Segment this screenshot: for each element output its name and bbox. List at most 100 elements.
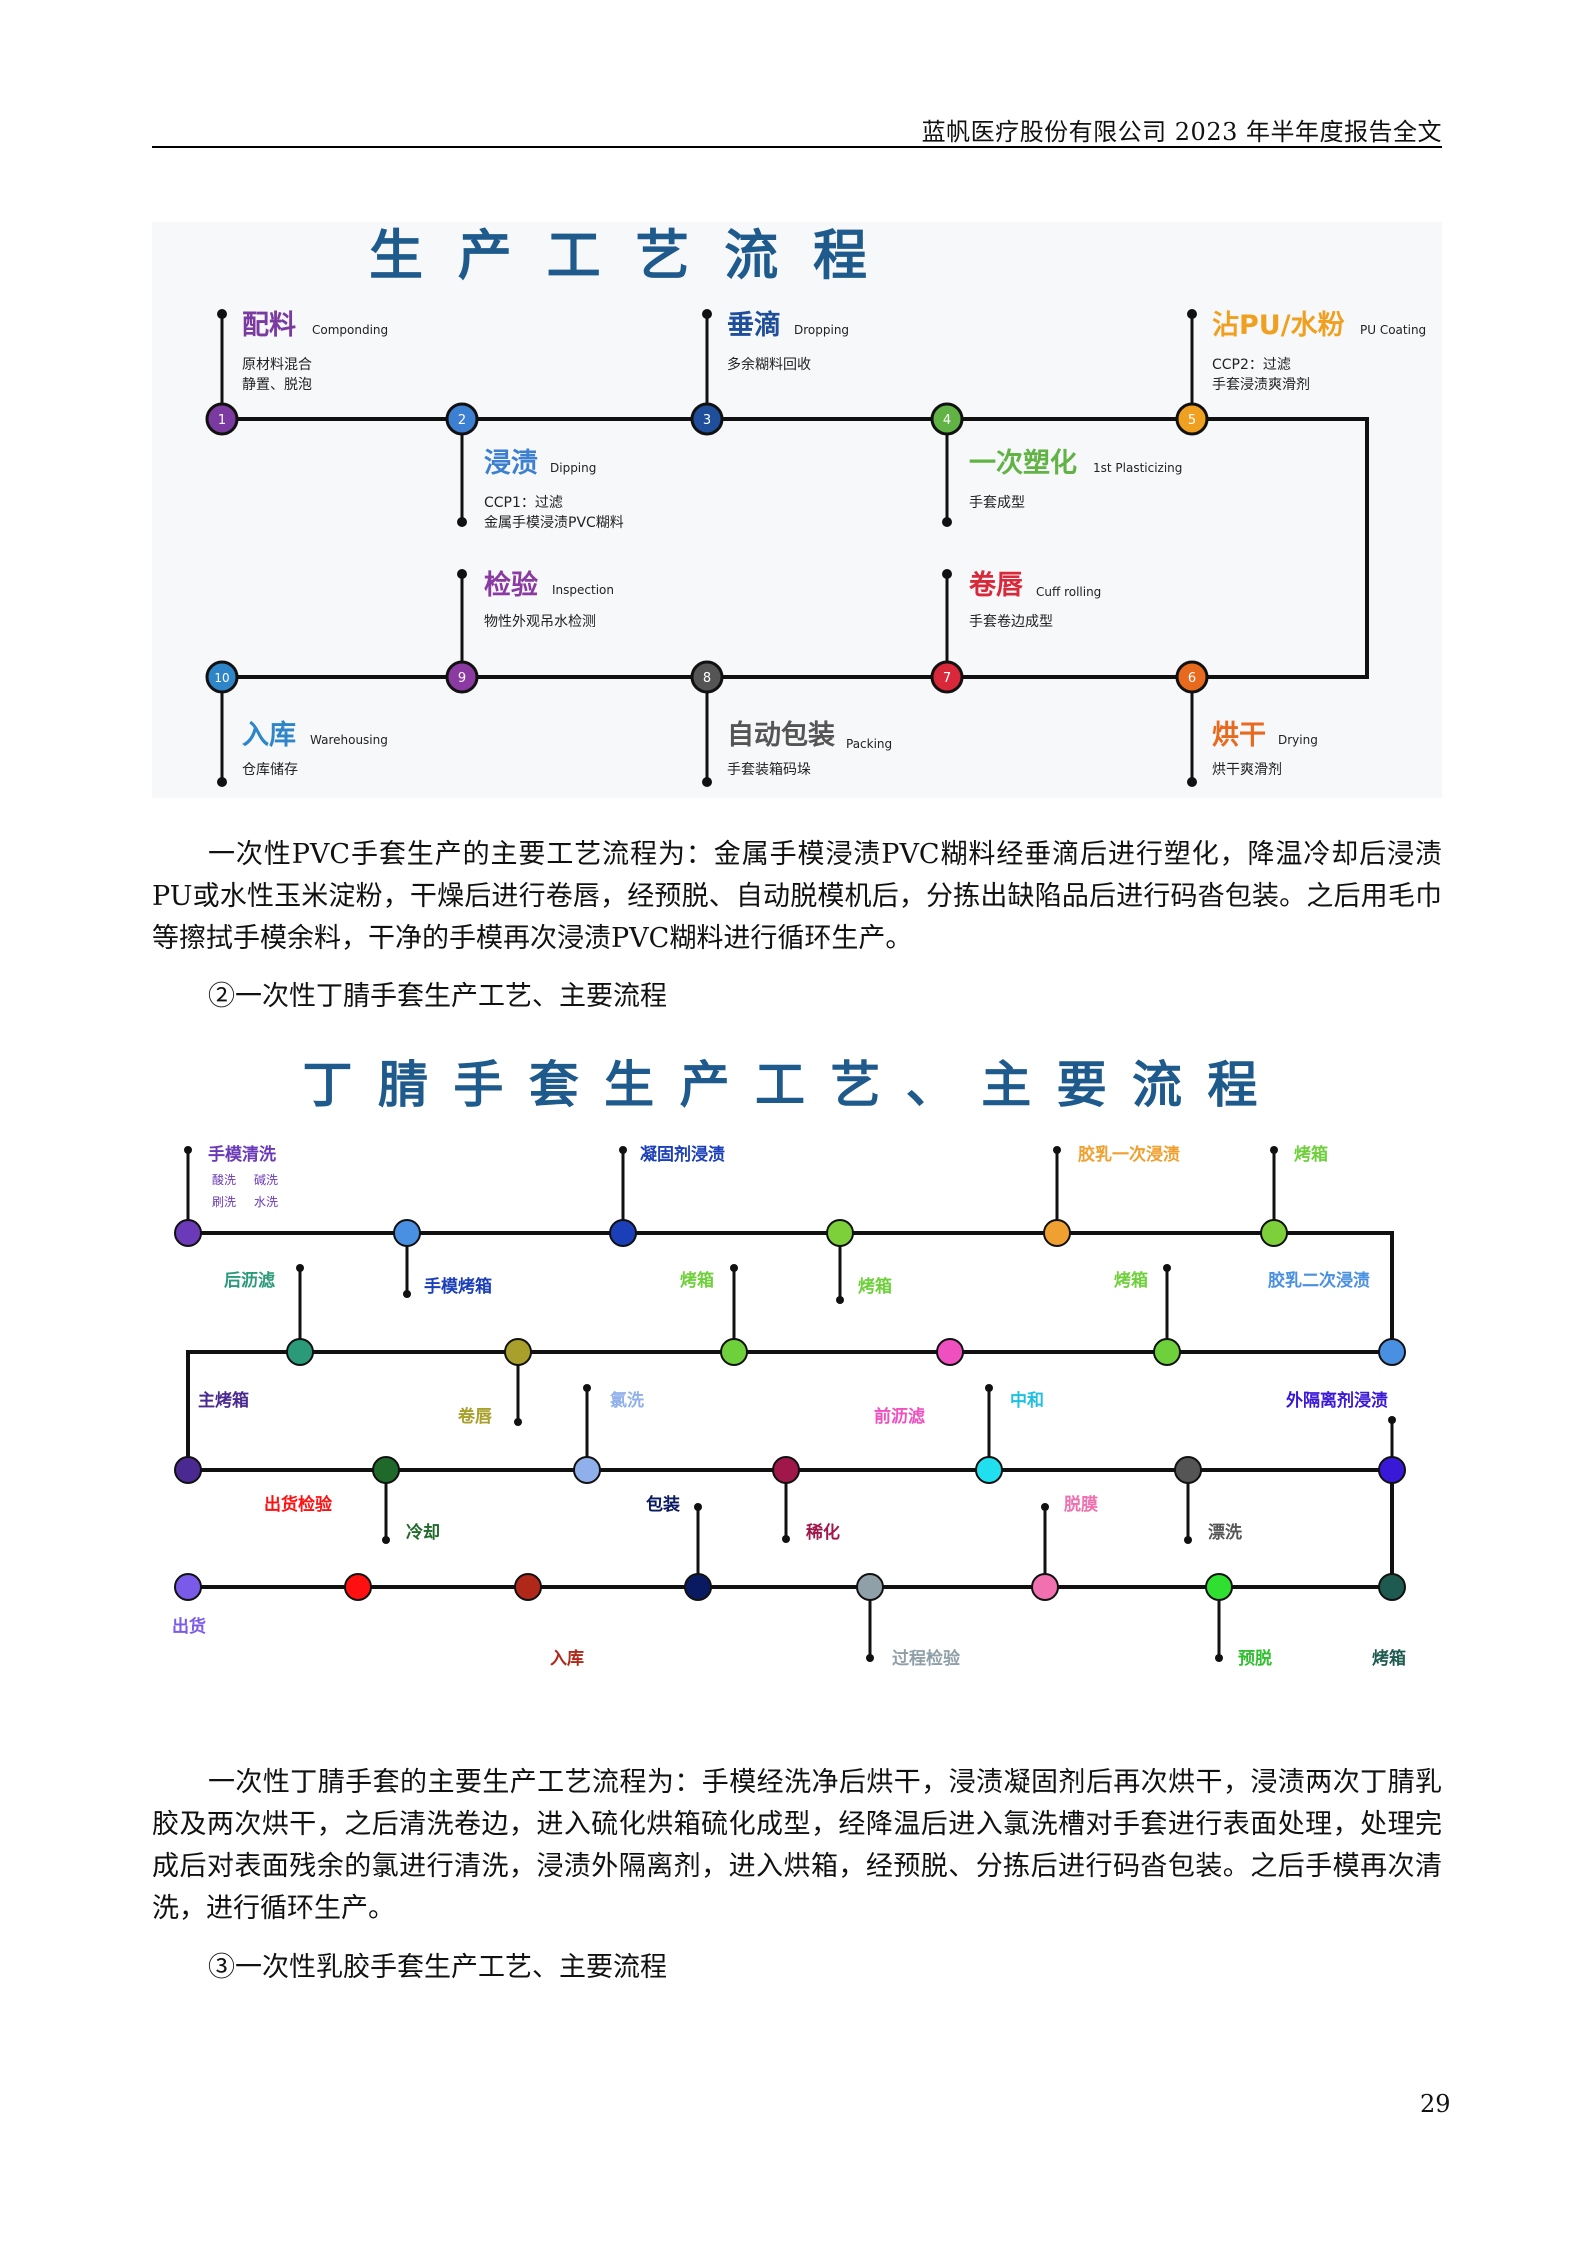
process-track xyxy=(222,417,1369,679)
label-kaoxiang-b: 烤箱 xyxy=(1294,1144,1328,1165)
step-3-node: 3 xyxy=(690,402,724,436)
svg-text:6: 6 xyxy=(1188,671,1196,686)
svg-text:1st Plasticizing: 1st Plasticizing xyxy=(1093,461,1182,475)
svg-text:5: 5 xyxy=(1188,413,1196,428)
svg-text:Dropping: Dropping xyxy=(794,323,849,337)
pvc-process-figure: 生 产 工 艺 流 程 1 2 3 4 5 6 7 8 9 10 配料 Comp xyxy=(152,222,1442,798)
row3-nodes xyxy=(174,1456,1406,1484)
label-houlilv: 后沥滤 xyxy=(224,1270,275,1291)
label-kaoxiang-e: 烤箱 xyxy=(1372,1648,1406,1669)
subheading-latex: ③一次性乳胶手套生产工艺、主要流程 xyxy=(208,1952,667,1983)
step-10-label: 入库 Warehousing 仓库储存 xyxy=(242,720,388,778)
svg-text:1: 1 xyxy=(218,413,226,428)
step-5-label: 沾PU/水粉 PU Coating CCP2：过滤 手套浸渍爽滑剂 xyxy=(1212,310,1426,393)
svg-text:刷洗: 刷洗 xyxy=(212,1195,236,1209)
svg-text:2: 2 xyxy=(458,413,466,428)
svg-text:垂滴: 垂滴 xyxy=(727,309,781,341)
step-5-node: 5 xyxy=(1175,402,1209,436)
svg-text:PU Coating: PU Coating xyxy=(1360,323,1426,337)
header-title: 蓝帆医疗股份有限公司 2023 年半年度报告全文 xyxy=(921,118,1442,146)
paragraph-pvc-process: 一次性PVC手套生产的主要工艺流程为：金属手模浸渍PVC糊料经垂滴后进行塑化，降… xyxy=(152,839,1442,954)
label-ruku: 入库 xyxy=(550,1648,584,1669)
label-baozhuang: 包装 xyxy=(646,1494,680,1515)
step-9-label: 检验 Inspection 物性外观吊水检测 xyxy=(484,569,614,630)
svg-text:酸洗: 酸洗 xyxy=(212,1172,236,1187)
label-kaoxiang-c: 烤箱 xyxy=(680,1270,714,1291)
svg-text:Dipping: Dipping xyxy=(550,461,596,475)
figure2-title: 丁 腈 手 套 生 产 工 艺 、 主 要 流 程 xyxy=(303,1056,1262,1114)
paragraph-nitrile-process: 一次性丁腈手套的主要生产工艺流程为：手模经洗净后烘干，浸渍凝固剂后再次烘干，浸渍… xyxy=(152,1767,1442,1924)
svg-text:检验: 检验 xyxy=(484,569,538,601)
step-8-node: 8 xyxy=(690,660,724,694)
svg-text:一次塑化: 一次塑化 xyxy=(969,448,1077,479)
svg-text:水洗: 水洗 xyxy=(254,1195,278,1209)
svg-text:手套装箱码垛: 手套装箱码垛 xyxy=(727,762,811,778)
label-tuomo: 脱膜 xyxy=(1064,1494,1098,1515)
step-4-node: 4 xyxy=(930,402,964,436)
label-shoumo-kaoxiang: 手模烤箱 xyxy=(424,1276,492,1297)
step-6-node: 6 xyxy=(1175,660,1209,694)
svg-text:Cuff rolling: Cuff rolling xyxy=(1036,585,1101,599)
label-waige: 外隔离剂浸渍 xyxy=(1286,1390,1388,1411)
svg-text:沾PU/水粉: 沾PU/水粉 xyxy=(1212,310,1345,341)
label-jiaoru1: 胶乳一次浸渍 xyxy=(1078,1144,1180,1165)
svg-text:手套浸渍爽滑剂: 手套浸渍爽滑剂 xyxy=(1212,376,1310,393)
svg-text:多余糊料回收: 多余糊料回收 xyxy=(727,356,811,373)
label-chuhuo-jianyan: 出货检验 xyxy=(264,1494,333,1515)
step-7-label: 卷唇 Cuff rolling 手套卷边成型 xyxy=(969,570,1101,630)
step-10-node: 10 xyxy=(205,660,239,694)
page-number: 29 xyxy=(1420,2090,1451,2118)
label-lengque: 冷却 xyxy=(406,1522,440,1543)
step-1-label: 配料 Componding 原材料混合 静置、脱泡 xyxy=(242,310,388,393)
step-7-node: 7 xyxy=(930,660,964,694)
svg-text:自动包装: 自动包装 xyxy=(727,719,835,751)
svg-text:4: 4 xyxy=(943,413,951,428)
label-zhonghe: 中和 xyxy=(1010,1390,1044,1411)
svg-text:卷唇: 卷唇 xyxy=(969,570,1023,601)
label-chuhuo: 出货 xyxy=(172,1616,206,1637)
svg-text:Packing: Packing xyxy=(846,737,892,751)
step-4-label: 一次塑化 1st Plasticizing 手套成型 xyxy=(969,448,1182,511)
svg-text:碱洗: 碱洗 xyxy=(254,1173,278,1187)
label-lvxi: 氯洗 xyxy=(610,1390,644,1411)
label-shoumo-qingxi: 手模清洗 xyxy=(208,1144,276,1165)
label-kaoxiang-d: 烤箱 xyxy=(1114,1270,1148,1291)
label-xihua: 稀化 xyxy=(806,1522,840,1543)
step-2-node: 2 xyxy=(445,402,479,436)
svg-text:9: 9 xyxy=(458,671,466,686)
row4-nodes xyxy=(174,1573,1406,1601)
svg-text:10: 10 xyxy=(214,671,229,685)
svg-text:Drying: Drying xyxy=(1278,733,1318,747)
step-2-label: 浸渍 Dipping CCP1：过滤 金属手模浸渍PVC糊料 xyxy=(484,448,624,531)
pvc-process-diagram: 生 产 工 艺 流 程 1 2 3 4 5 6 7 8 9 10 配料 Comp xyxy=(205,224,1426,787)
svg-text:3: 3 xyxy=(703,413,711,428)
svg-text:CCP2：过滤: CCP2：过滤 xyxy=(1212,357,1291,373)
svg-text:烘干: 烘干 xyxy=(1212,720,1266,751)
svg-text:原材料混合: 原材料混合 xyxy=(242,357,312,373)
step-1-node: 1 xyxy=(205,402,239,436)
subheading-nitrile: ②一次性丁腈手套生产工艺、主要流程 xyxy=(208,981,667,1012)
step-8-label: 自动包装 Packing 手套装箱码垛 xyxy=(727,719,892,778)
nitrile-track xyxy=(186,1231,1394,1589)
label-qianlilv: 前沥滤 xyxy=(874,1406,925,1427)
svg-text:物性外观吊水检测: 物性外观吊水检测 xyxy=(484,614,596,630)
svg-text:手套成型: 手套成型 xyxy=(969,495,1025,511)
svg-text:配料: 配料 xyxy=(242,310,296,341)
svg-text:Inspection: Inspection xyxy=(552,583,614,597)
label-zhukaoxiang: 主烤箱 xyxy=(198,1390,249,1411)
svg-text:烘干爽滑剂: 烘干爽滑剂 xyxy=(1212,761,1282,778)
svg-text:Componding: Componding xyxy=(312,323,388,337)
step-3-label: 垂滴 Dropping 多余糊料回收 xyxy=(727,309,849,373)
svg-text:金属手模浸渍PVC糊料: 金属手模浸渍PVC糊料 xyxy=(484,515,624,531)
svg-text:7: 7 xyxy=(943,671,951,686)
label-piaoxi: 漂洗 xyxy=(1208,1522,1242,1543)
svg-text:8: 8 xyxy=(703,671,711,686)
svg-text:静置、脱泡: 静置、脱泡 xyxy=(242,377,312,393)
svg-text:仓库储存: 仓库储存 xyxy=(242,762,298,778)
nitrile-process-figure: 丁 腈 手 套 生 产 工 艺 、 主 要 流 程 xyxy=(152,1052,1442,1692)
step-9-node: 9 xyxy=(445,660,479,694)
label-yutuo: 预脱 xyxy=(1238,1648,1272,1669)
svg-text:Warehousing: Warehousing xyxy=(310,733,388,747)
label-guocheng-jianyan: 过程检验 xyxy=(892,1648,961,1669)
label-ningguji: 凝固剂浸渍 xyxy=(640,1144,725,1165)
